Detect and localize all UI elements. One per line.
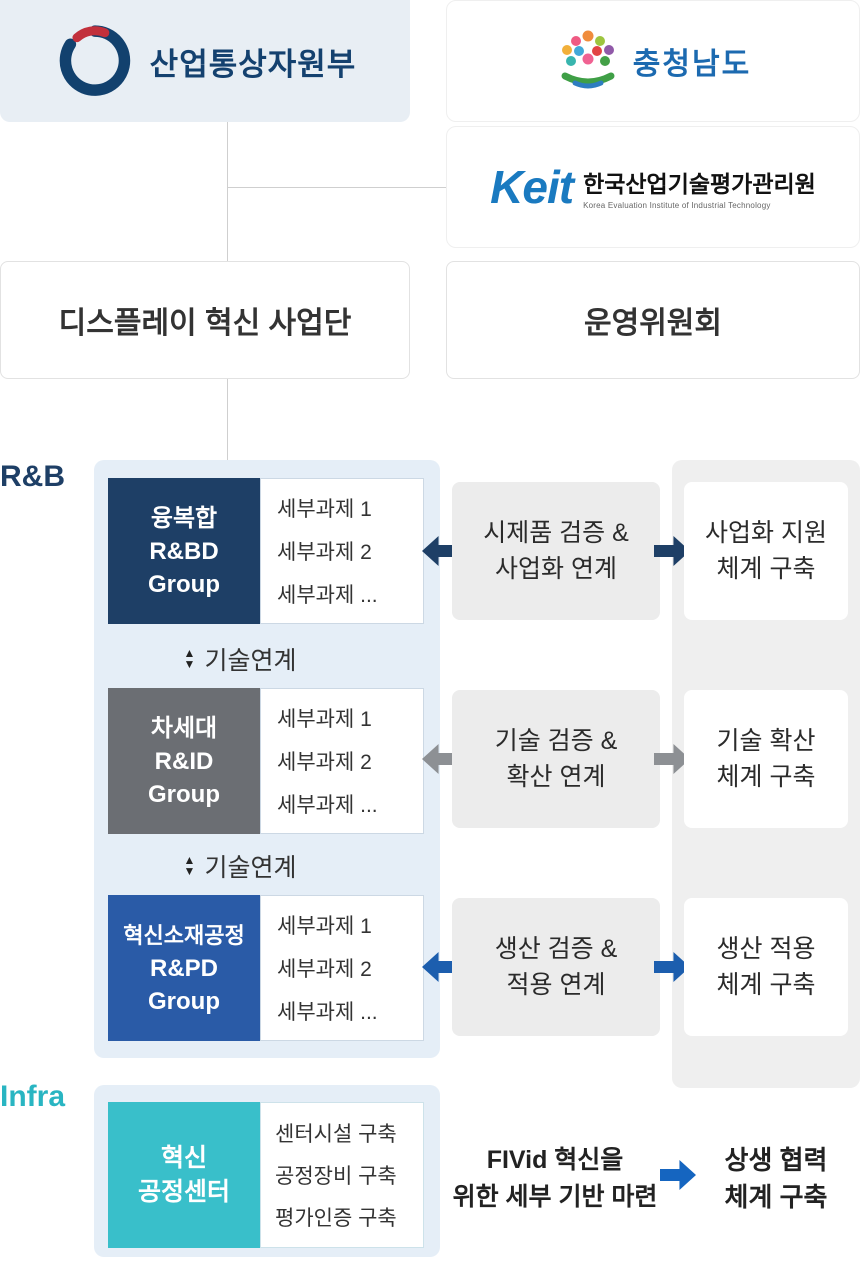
outcome-text: 생산 적용 [716, 935, 816, 963]
task-item: 세부과제 2 [277, 541, 372, 564]
group-name: 차세대 [150, 714, 218, 742]
group-name: 혁신소재공정 [123, 922, 245, 948]
middle-text: 기술 검증 & [494, 727, 618, 755]
ministry-taegeuk-logo-icon [54, 18, 136, 105]
task-item: 세부과제 1 [277, 708, 372, 731]
group-name: Group [148, 780, 220, 808]
ministry-label: 산업통상자원부 [149, 46, 357, 82]
rnpd-task-list: 세부과제 1 세부과제 2 세부과제 ... [260, 895, 424, 1041]
middle-text: 생산 검증 & [494, 935, 618, 963]
ministry-box: 산업통상자원부 [0, 0, 410, 122]
keit-box: Keit 한국산업기술평가관리원 Korea Evaluation Instit… [446, 126, 860, 248]
infra-task-list: 센터시설 구축 공정장비 구축 평가인증 구축 [260, 1102, 424, 1248]
middle-text: 시제품 검증 & [483, 519, 629, 547]
group-name: R&ID [154, 747, 214, 775]
task-item: 세부과제 1 [277, 915, 372, 938]
rnbd-outcome-box: 사업화 지원 체계 구축 [684, 482, 848, 620]
committee-box: 운영위원회 [446, 261, 860, 379]
connector-line-vertical-bottom [227, 379, 228, 460]
outcome-text: 체계 구축 [716, 555, 816, 583]
middle-text: 사업화 연계 [495, 555, 617, 583]
keit-logo-icon: Keit [490, 161, 574, 213]
group-name: 융복합 [150, 504, 218, 532]
task-item: 세부과제 1 [277, 498, 372, 521]
rnpd-outcome-box: 생산 적용 체계 구축 [684, 898, 848, 1036]
committee-label: 운영위원회 [584, 307, 722, 340]
middle-text: 확산 연계 [506, 763, 606, 791]
keit-sublabel: Korea Evaluation Institute of Industrial… [583, 200, 771, 210]
group-name: Group [148, 987, 220, 1015]
display-group-box: 디스플레이 혁신 사업단 [0, 261, 410, 379]
task-item: 세부과제 ... [277, 1001, 378, 1024]
rnbd-task-list: 세부과제 1 세부과제 2 세부과제 ... [260, 478, 424, 624]
rnpd-middle-box: 생산 검증 & 적용 연계 [452, 898, 660, 1036]
rnbd-middle-box: 시제품 검증 & 사업화 연계 [452, 482, 660, 620]
rnbd-group-box: 융복합 R&BD Group [108, 478, 260, 624]
infra-center-unit: 혁신 공정센터 센터시설 구축 공정장비 구축 평가인증 구축 [108, 1102, 424, 1248]
task-item: 평가인증 구축 [275, 1207, 397, 1230]
task-item: 세부과제 ... [277, 584, 378, 607]
infra-outcome: 상생 협력 체계 구축 [692, 1142, 860, 1216]
outcome-text: 체계 구축 [724, 1182, 828, 1212]
task-item: 센터시설 구축 [275, 1123, 397, 1146]
outcome-text: 체계 구축 [716, 971, 816, 999]
rnid-group-box: 차세대 R&ID Group [108, 688, 260, 834]
up-down-arrows-icon: ▲▼ [183, 853, 196, 878]
infra-note-line: 위한 세부 기반 마련 [452, 1183, 658, 1211]
province-label: 충청남도 [632, 48, 752, 81]
task-item: 공정장비 구축 [275, 1165, 397, 1188]
task-item: 세부과제 2 [277, 958, 372, 981]
rnpd-group-box: 혁신소재공정 R&PD Group [108, 895, 260, 1041]
outcome-text: 상생 협력 [724, 1145, 828, 1175]
connector-line-vertical-top [227, 122, 228, 261]
province-box: 충청남도 [446, 0, 860, 122]
group-name: R&BD [149, 537, 219, 565]
tech-link-text: 기술연계 [204, 647, 297, 675]
rnb-section-label: R&B [0, 460, 65, 493]
innovation-center-box: 혁신 공정센터 [108, 1102, 260, 1248]
outcome-text: 체계 구축 [716, 763, 816, 791]
rnid-middle-box: 기술 검증 & 확산 연계 [452, 690, 660, 828]
group-name: Group [148, 570, 220, 598]
rnid-group-unit: 차세대 R&ID Group 세부과제 1 세부과제 2 세부과제 ... [108, 688, 424, 834]
outcome-text: 사업화 지원 [705, 519, 827, 547]
task-item: 세부과제 ... [277, 794, 378, 817]
tech-link-text: 기술연계 [204, 854, 297, 882]
rnid-outcome-box: 기술 확산 체계 구축 [684, 690, 848, 828]
display-group-label: 디스플레이 혁신 사업단 [58, 307, 352, 340]
middle-text: 적용 연계 [506, 971, 606, 999]
center-name: 혁신 [160, 1144, 207, 1172]
rnbd-group-unit: 융복합 R&BD Group 세부과제 1 세부과제 2 세부과제 ... [108, 478, 424, 624]
up-down-arrows-icon: ▲▼ [183, 646, 196, 671]
infra-section-label: Infra [0, 1080, 66, 1113]
group-name: R&PD [149, 954, 218, 982]
province-tree-logo-icon [555, 26, 621, 97]
infra-note-line: FIVid 혁신을 [486, 1146, 624, 1174]
outcome-text: 기술 확산 [716, 727, 816, 755]
task-item: 세부과제 2 [277, 751, 372, 774]
connector-line-horizontal [227, 187, 446, 188]
infra-note: FIVid 혁신을 위한 세부 기반 마련 [438, 1142, 672, 1216]
tech-link-label: ▲▼ 기술연계 [130, 848, 350, 884]
rnid-task-list: 세부과제 1 세부과제 2 세부과제 ... [260, 688, 424, 834]
center-name: 공정센터 [137, 1178, 230, 1206]
rnpd-group-unit: 혁신소재공정 R&PD Group 세부과제 1 세부과제 2 세부과제 ... [108, 895, 424, 1041]
tech-link-label: ▲▼ 기술연계 [130, 641, 350, 677]
keit-label: 한국산업기술평가관리원 [583, 170, 816, 197]
